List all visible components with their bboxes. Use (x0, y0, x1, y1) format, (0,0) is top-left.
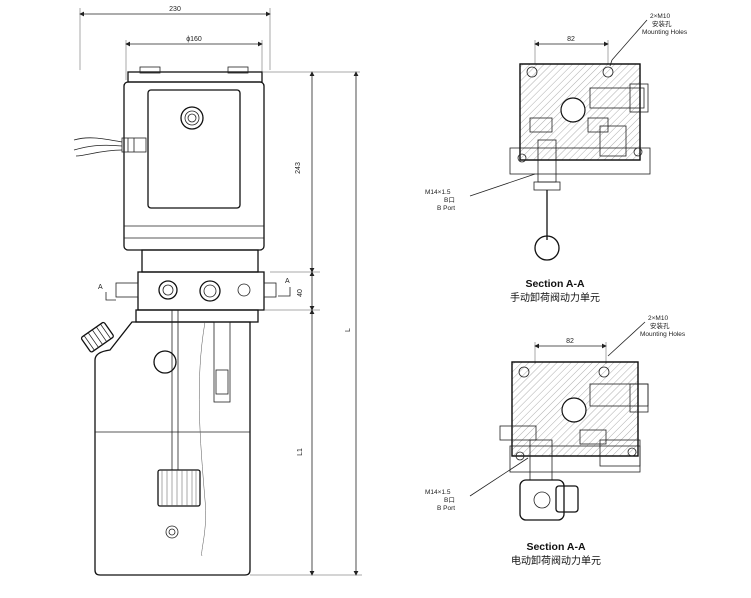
dimension-width-total: 230 (79, 6, 271, 70)
mounting-holes-label-electric: 2×M10 安装孔 Mounting Holes (607, 315, 686, 357)
svg-text:B Port: B Port (437, 205, 455, 212)
motor-terminal-circle (180, 106, 204, 130)
dim-40-label: 40 (297, 289, 304, 297)
right-fitting (263, 282, 277, 298)
dim-phi160-label: ϕ160 (186, 36, 202, 43)
svg-text:安装孔: 安装孔 (650, 321, 670, 330)
svg-text:82: 82 (567, 36, 575, 43)
motor-flange (141, 249, 259, 273)
dim-230-label: 230 (169, 6, 181, 13)
section-marker-left: A (98, 284, 116, 301)
motor-cover-plate (147, 89, 241, 209)
section-manual: 82 2×M10 安装孔 Mounting Holes M14×1.5 (425, 13, 688, 304)
svg-text:B Port: B Port (437, 505, 455, 512)
svg-text:M14×1.5: M14×1.5 (425, 489, 451, 496)
section-electric: 82 2×M10 安装孔 Mounting Holes M14×1.5 B口 (425, 315, 686, 567)
solenoid-valve (519, 439, 579, 521)
mounting-holes-label-manual: 2×M10 安装孔 Mounting Holes (609, 13, 688, 67)
dimension-motor-diameter: ϕ160 (125, 36, 263, 80)
suction-filter (157, 469, 201, 507)
front-view: 230 ϕ160 (73, 6, 362, 576)
svg-text:B口: B口 (444, 496, 455, 504)
section-title-electric: Section A-A (526, 541, 586, 553)
dim-L1-label: L1 (297, 448, 304, 456)
dim-243-label: 243 (295, 162, 302, 174)
filler-breather-cap (80, 321, 114, 353)
section-title-manual: Section A-A (525, 278, 585, 290)
svg-text:2×M10: 2×M10 (650, 13, 670, 20)
dimension-tank-length: L1 (297, 309, 315, 576)
b-port-label-electric: M14×1.5 B口 B Port (425, 457, 529, 512)
svg-text:Mounting Holes: Mounting Holes (640, 331, 686, 338)
dimension-motor-height: 243 (262, 71, 360, 273)
dimension-holes-spacing-electric: 82 (534, 338, 607, 364)
cable-gland (73, 137, 147, 157)
svg-text:82: 82 (566, 338, 574, 345)
svg-text:Mounting Holes: Mounting Holes (642, 29, 688, 36)
motor-top-cap (127, 71, 263, 83)
valve-block (137, 271, 265, 311)
svg-text:A: A (285, 278, 290, 285)
manual-release-handle (533, 139, 561, 261)
dim-L-label: L (345, 328, 352, 332)
caption-electric: 电动卸荷阀动力单元 (511, 554, 601, 567)
svg-text:2×M10: 2×M10 (648, 315, 668, 322)
oil-tank (94, 309, 259, 576)
svg-text:M14×1.5: M14×1.5 (425, 189, 451, 196)
svg-text:B口: B口 (444, 196, 455, 204)
dimension-holes-spacing-manual: 82 (534, 36, 609, 64)
left-fitting (115, 282, 139, 298)
dimension-total-length: L (250, 71, 362, 576)
dimension-block-height: 40 (264, 271, 320, 311)
drain-plug (165, 525, 179, 539)
svg-text:A: A (98, 284, 103, 291)
section-marker-right: A (278, 278, 291, 297)
svg-text:安装孔: 安装孔 (652, 19, 672, 28)
b-port-label-manual: M14×1.5 B口 B Port (425, 173, 536, 212)
return-ball (153, 350, 177, 374)
caption-manual: 手动卸荷阀动力单元 (510, 291, 600, 304)
